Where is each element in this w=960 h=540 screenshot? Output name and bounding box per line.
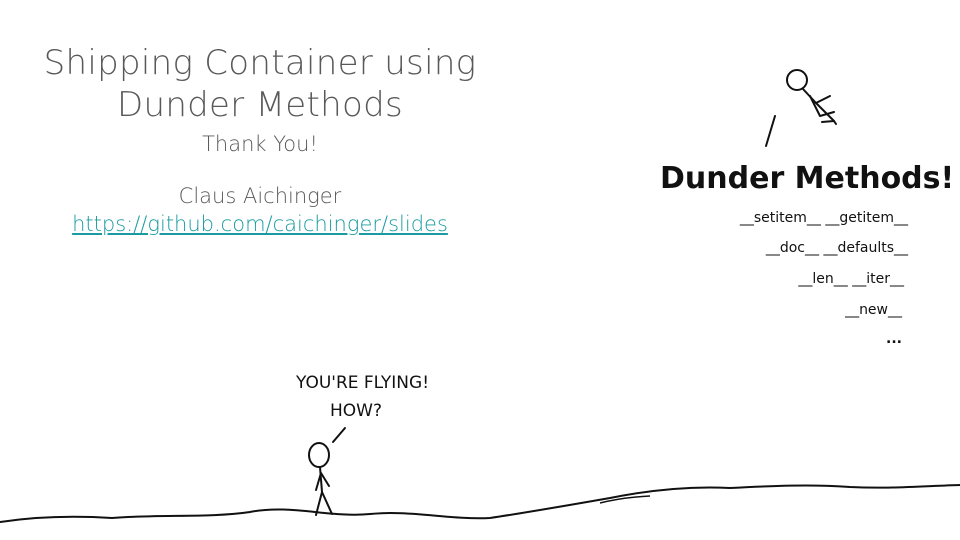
methods-row-1: __setitem__ __getitem__ [739,210,909,226]
ground-line-detail [599,495,651,504]
standing-figure-arms [315,472,330,491]
speech-tick [332,427,346,443]
methods-row-4: __new__ [844,302,903,318]
flying-figure-body [802,88,835,122]
title-block: Shipping Container using Dunder Methods … [40,42,480,238]
flying-figure-speech-tick [765,115,776,147]
methods-more: ... [886,331,902,347]
comic-heading: Dunder Methods! [660,161,954,196]
standing-figure-body [319,466,323,493]
slide-title-line-1: Shipping Container using [43,43,477,83]
speech-line-1: YOU'RE FLYING! [295,373,429,393]
standing-figure-legs [315,491,333,516]
methods-row-3: __len__ __iter__ [797,271,905,287]
slide-subtitle: Thank You! [202,132,318,156]
ground-line [0,484,960,523]
slides-link[interactable]: https://github.com/caichinger/slides [72,212,448,236]
flying-figure-head [786,69,808,91]
speech-line-2: HOW? [330,401,382,421]
slide-title-line-2: Dunder Methods [117,85,403,125]
standing-stick-figure [308,442,333,516]
flying-figure-legs [821,120,837,125]
flying-stick-figure [765,69,837,147]
flying-figure-arms [809,95,835,117]
methods-row-2: __doc__ __defaults__ [765,240,909,256]
author-name: Claus Aichinger [178,184,342,208]
standing-figure-head [308,442,330,468]
